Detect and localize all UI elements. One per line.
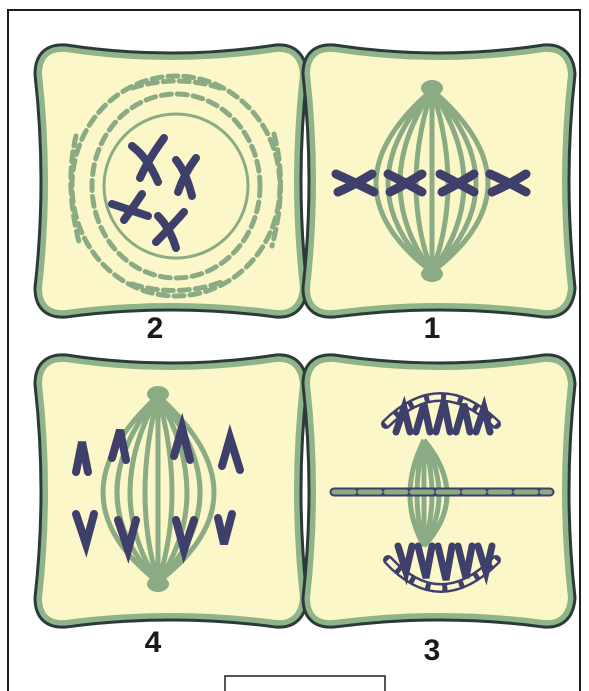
label-cell-4: 4: [145, 626, 162, 659]
cell-prophase: [42, 52, 300, 310]
bottom-tab: [225, 676, 385, 691]
spindle-pole-bottom: [147, 576, 169, 592]
spindle-pole-bottom: [421, 266, 443, 282]
label-cell-3: 3: [424, 634, 441, 667]
spindle-pole-top: [421, 80, 443, 96]
label-cell-2: 2: [147, 312, 164, 345]
cell-anaphase: [42, 362, 300, 620]
label-cell-1: 1: [424, 312, 441, 345]
cell-telophase: [310, 362, 568, 620]
spindle-pole-top: [147, 386, 169, 402]
cell-metaphase: [310, 52, 568, 310]
